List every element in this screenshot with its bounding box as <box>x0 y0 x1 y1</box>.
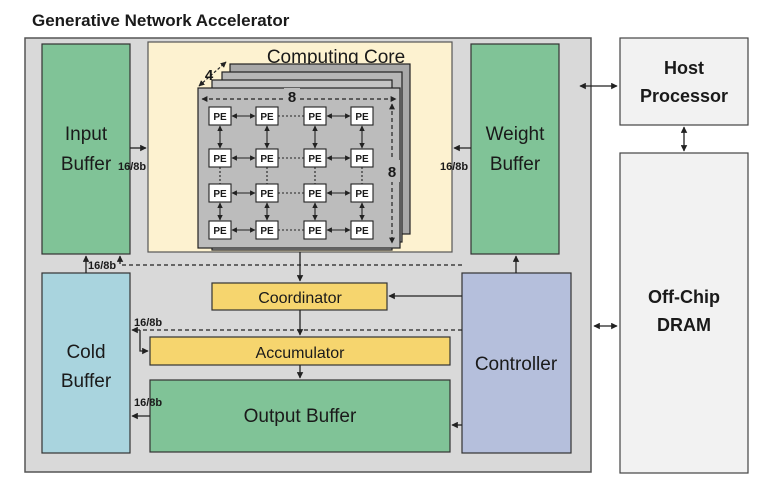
bitwidth-label-accumulator: 16/8b <box>134 317 162 329</box>
input-buffer-label-line2: Buffer <box>61 154 112 175</box>
accumulator <box>149 336 451 366</box>
pe-cell-label: PE <box>355 154 369 165</box>
pe-cell <box>208 148 232 168</box>
pe-cell-label: PE <box>213 189 227 200</box>
bitwidth-label-output: 16/8b <box>134 397 162 409</box>
pe-cell <box>350 106 374 126</box>
pe-cell <box>208 220 232 240</box>
dram-label-line1: Off-Chip <box>648 287 720 307</box>
pe-cell <box>255 183 279 203</box>
weight-buffer-label-line2: Buffer <box>490 154 541 175</box>
weight-buffer <box>470 43 560 255</box>
pe-cell <box>350 220 374 240</box>
pe-cell-label: PE <box>260 226 274 237</box>
dram-label-line2: DRAM <box>657 315 711 335</box>
pe-cell-label: PE <box>213 154 227 165</box>
pe-cell-label: PE <box>308 154 322 165</box>
pe-cell <box>303 183 327 203</box>
pe-cell <box>255 106 279 126</box>
pe-cell <box>303 148 327 168</box>
coordinator <box>211 282 388 311</box>
output-buffer-label: Output Buffer <box>244 406 357 427</box>
pe-cell-label: PE <box>260 189 274 200</box>
input-buffer <box>41 43 131 255</box>
pe-cell-label: PE <box>308 189 322 200</box>
bitwidth-label-weight: 16/8b <box>440 161 468 173</box>
accumulator-label: Accumulator <box>256 345 346 362</box>
pe-cell-label: PE <box>260 154 274 165</box>
host-processor-label-line1: Host <box>664 58 704 78</box>
pe-cell <box>255 220 279 240</box>
depth-dimension-label: 4 <box>205 67 214 84</box>
pe-cell <box>303 106 327 126</box>
pe-cell <box>303 220 327 240</box>
dashed-control-to-input <box>116 255 462 266</box>
cold-buffer-label-line2: Buffer <box>61 371 112 392</box>
input-buffer-label-line1: Input <box>65 124 108 145</box>
controller <box>461 272 572 454</box>
controller-label: Controller <box>475 354 558 375</box>
pe-cell-label: PE <box>213 226 227 237</box>
cold-buffer <box>41 272 131 454</box>
pe-cell-label: PE <box>213 112 227 123</box>
bitwidth-label-input: 16/8b <box>118 161 146 173</box>
host-processor <box>619 37 749 126</box>
pe-cell-label: PE <box>355 189 369 200</box>
pe-cell <box>208 106 232 126</box>
pe-cell-label: PE <box>260 112 274 123</box>
depth-dimension-line <box>198 61 227 87</box>
arrow-cold-to-accumulator <box>139 330 149 355</box>
pe-cell-label: PE <box>355 226 369 237</box>
width-dimension-label-bg <box>284 88 300 106</box>
pe-grid: PE PE PE PE PE PE PE PE PE PE PE PE PE PE PE PE <box>208 106 374 240</box>
pe-cell <box>208 183 232 203</box>
pe-cell <box>350 183 374 203</box>
height-dimension-label-bg <box>384 160 400 182</box>
height-dimension-label: 8 <box>388 164 396 181</box>
width-dimension-label: 8 <box>288 89 296 106</box>
pe-cell-label: PE <box>308 112 322 123</box>
off-chip-dram <box>619 152 749 474</box>
pe-cell <box>255 148 279 168</box>
computing-core-label: Computing Core <box>267 47 405 68</box>
coordinator-label: Coordinator <box>258 290 342 307</box>
pe-cell <box>350 148 374 168</box>
pe-cell-label: PE <box>308 226 322 237</box>
bitwidth-label-cold-input: 16/8b <box>88 260 116 272</box>
host-processor-label-line2: Processor <box>640 86 728 106</box>
diagram-title: Generative Network Accelerator <box>32 11 290 30</box>
weight-buffer-label-line1: Weight <box>486 124 546 145</box>
cold-buffer-label-line1: Cold <box>66 342 105 363</box>
pe-cell-label: PE <box>355 112 369 123</box>
